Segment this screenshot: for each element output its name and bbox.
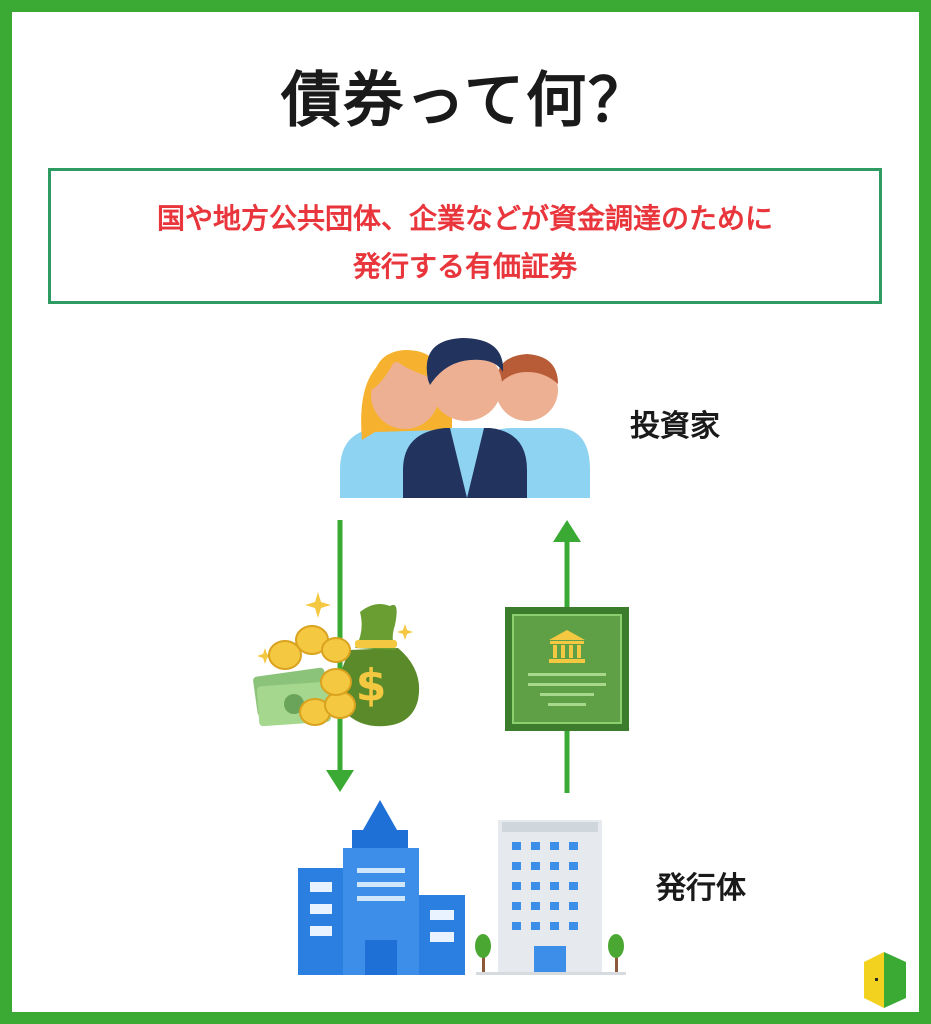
investor-label: 投資家	[630, 409, 720, 444]
money-bag-icon: $	[253, 592, 420, 727]
definition-box: 国や地方公共団体、企業などが資金調達のために 発行する有価証券	[48, 168, 882, 304]
issuer-label: 発行体	[656, 871, 746, 906]
page-title: 債券って何？	[281, 66, 650, 136]
definition-line-1: 国や地方公共団体、企業などが資金調達のために	[156, 202, 773, 235]
investors-icon	[340, 338, 590, 498]
definition-line-2: 発行する有価証券	[352, 250, 577, 283]
bond-certificate-icon	[505, 607, 629, 731]
logo-icon	[864, 952, 906, 1008]
svg-text:$: $	[356, 660, 387, 711]
office-buildings-icon	[298, 800, 626, 975]
